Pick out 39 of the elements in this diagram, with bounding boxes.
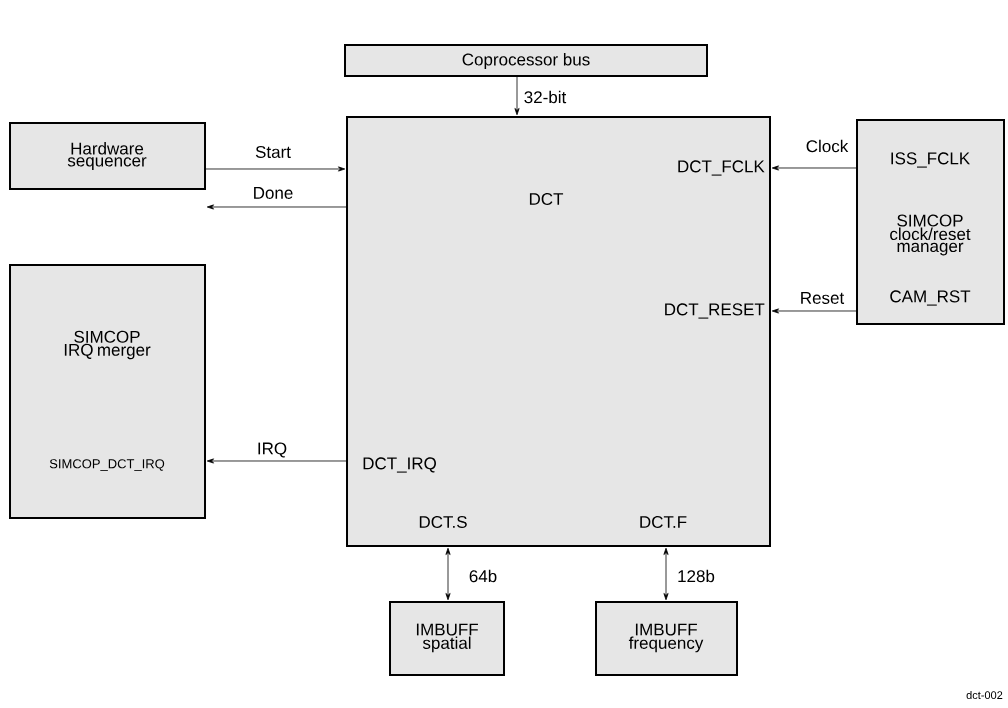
edge-label: Reset [801, 292, 845, 304]
arrow [514, 76, 520, 116]
port-label: DCT_RESET [665, 303, 765, 319]
block-box [344, 44, 708, 77]
block-label: Coprocessor bus [462, 53, 590, 69]
block-box [389, 601, 505, 676]
block-label: IMBUFF spatial [416, 623, 478, 653]
block-box [595, 601, 738, 676]
block-box [856, 119, 1005, 325]
edge-label: IRQ [258, 442, 287, 458]
block-box [9, 264, 206, 519]
arrow [445, 547, 451, 601]
port-label: DCT.S [419, 515, 467, 528]
figure-id: dct-002 [966, 690, 1003, 700]
edge-label: 128b [678, 569, 715, 583]
block-box [346, 116, 771, 547]
port-label: DCT_FCLK [678, 160, 765, 176]
edge-label: 64b [469, 569, 497, 583]
edge-label: Done [254, 187, 293, 199]
block-label: DCT [529, 192, 564, 205]
block-box [9, 122, 206, 190]
port-label: DCT_IRQ [363, 457, 436, 473]
arrow [771, 165, 857, 171]
block-label: SIMCOP clock/reset manager [890, 214, 971, 256]
edge-label: Start [255, 145, 291, 158]
arrow [663, 547, 669, 601]
block-label: IMBUFF frequency [628, 623, 704, 653]
arrow [206, 204, 347, 210]
port-label: SIMCOP_DCT_IRQ [49, 459, 165, 471]
block-label: SIMCOP IRQ merger [64, 330, 151, 360]
edge-label: Clock [806, 139, 849, 153]
edge-label: 32-bit [524, 90, 567, 104]
port-label: ISS_FCLK [891, 152, 970, 168]
arrow [771, 308, 857, 314]
arrow [206, 458, 347, 464]
block-label: Hardware sequencer [67, 142, 147, 170]
port-label: DCT.F [640, 515, 687, 528]
port-label: CAM_RST [890, 290, 971, 306]
arrow [205, 166, 346, 172]
